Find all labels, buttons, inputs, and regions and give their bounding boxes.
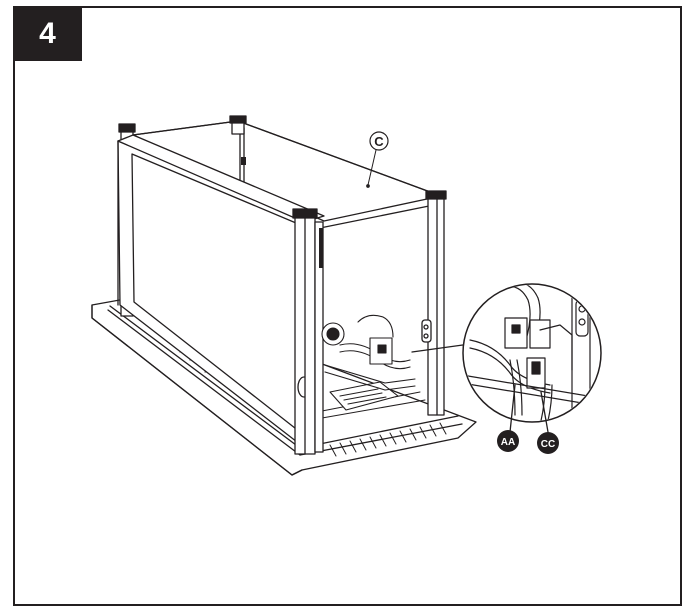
callout-part-cc: CC bbox=[537, 432, 559, 454]
front-panel bbox=[117, 134, 325, 453]
internal-equipment bbox=[321, 314, 416, 411]
step-number-badge: 4 bbox=[13, 6, 82, 61]
callout-c-label: C bbox=[374, 134, 384, 149]
callout-panel-c: C bbox=[366, 131, 389, 188]
callout-aa-label: AA bbox=[501, 437, 515, 448]
callout-cc-label: CC bbox=[541, 439, 555, 450]
right-post bbox=[421, 190, 447, 416]
detail-leader-line bbox=[411, 343, 471, 353]
detail-zoom bbox=[462, 283, 602, 433]
assembly-illustration: C AA CC bbox=[91, 115, 602, 476]
front-posts bbox=[292, 208, 324, 455]
callout-part-aa: AA bbox=[497, 430, 519, 452]
